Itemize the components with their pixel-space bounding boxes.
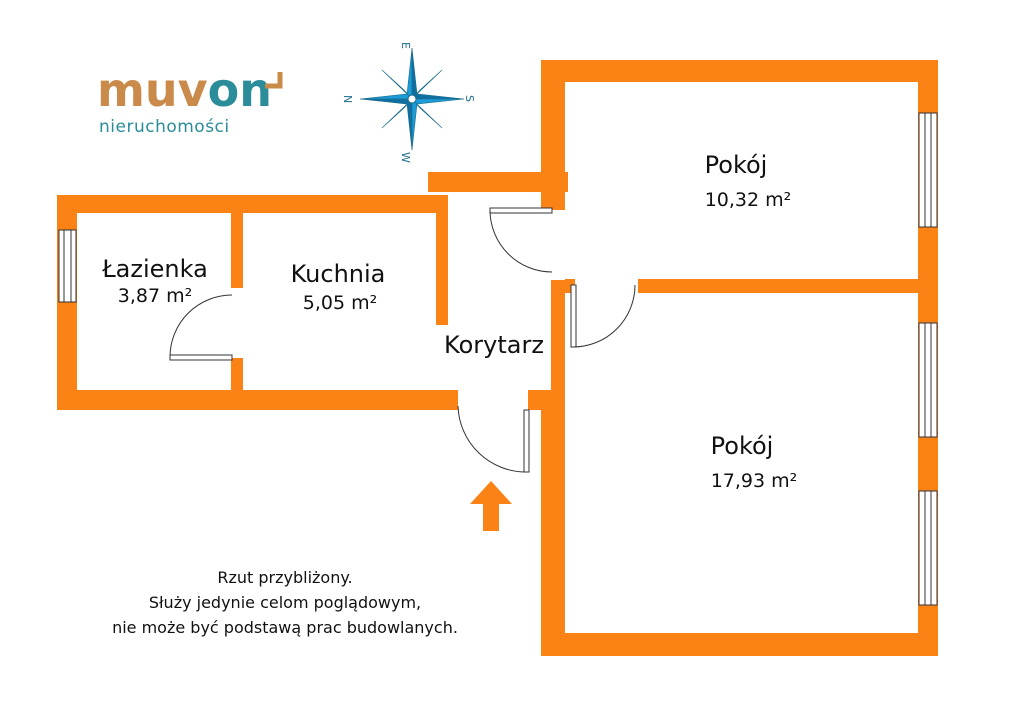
disclaimer-line-3: nie może być podstawą prac budowlanych. [112,618,458,637]
compass-south-label: S [463,95,476,102]
room-area-room-small: 10,32 m² [705,189,792,211]
disclaimer-line-2: Służy jedynie celom poglądowym, [149,593,421,612]
door-entrance [457,405,530,473]
room-name-room-small: Pokój [705,151,768,179]
window-bathroom [58,229,77,303]
compass-rose-icon: E N S W [341,42,476,163]
door-bathroom [169,294,233,361]
room-area-bathroom: 3,87 m² [118,285,192,307]
room-name-corridor: Korytarz [444,331,544,359]
compass-north-label: N [341,95,354,103]
compass-east-label: E [399,42,412,49]
window-room-large-1 [918,322,938,438]
logo-mark-icon [265,72,283,89]
compass-west-label: W [399,152,412,163]
window-room-small [918,112,938,228]
room-name-room-large: Pokój [711,432,774,460]
logo-text-part1: muv [97,63,208,117]
room-area-room-large: 17,93 m² [711,470,798,492]
room-name-bathroom: Łazienka [101,255,208,283]
window-room-large-2 [918,490,938,606]
doors [169,207,636,473]
door-room-small [489,207,553,273]
svg-text:muvon: muvon [97,63,272,117]
brand-logo: muvon nieruchomości [97,63,283,137]
windows [58,112,938,606]
room-name-kitchen: Kuchnia [291,260,386,288]
room-area-kitchen: 5,05 m² [303,292,377,314]
arrow-up-icon [470,481,512,531]
door-room-large [570,284,636,348]
disclaimer: Rzut przybliżony. Służy jedynie celom po… [112,568,458,637]
logo-text-part2: on [208,63,272,117]
room-labels: Łazienka 3,87 m² Kuchnia 5,05 m² Korytar… [101,151,797,492]
disclaimer-line-1: Rzut przybliżony. [217,568,352,587]
logo-tagline: nieruchomości [99,117,230,137]
